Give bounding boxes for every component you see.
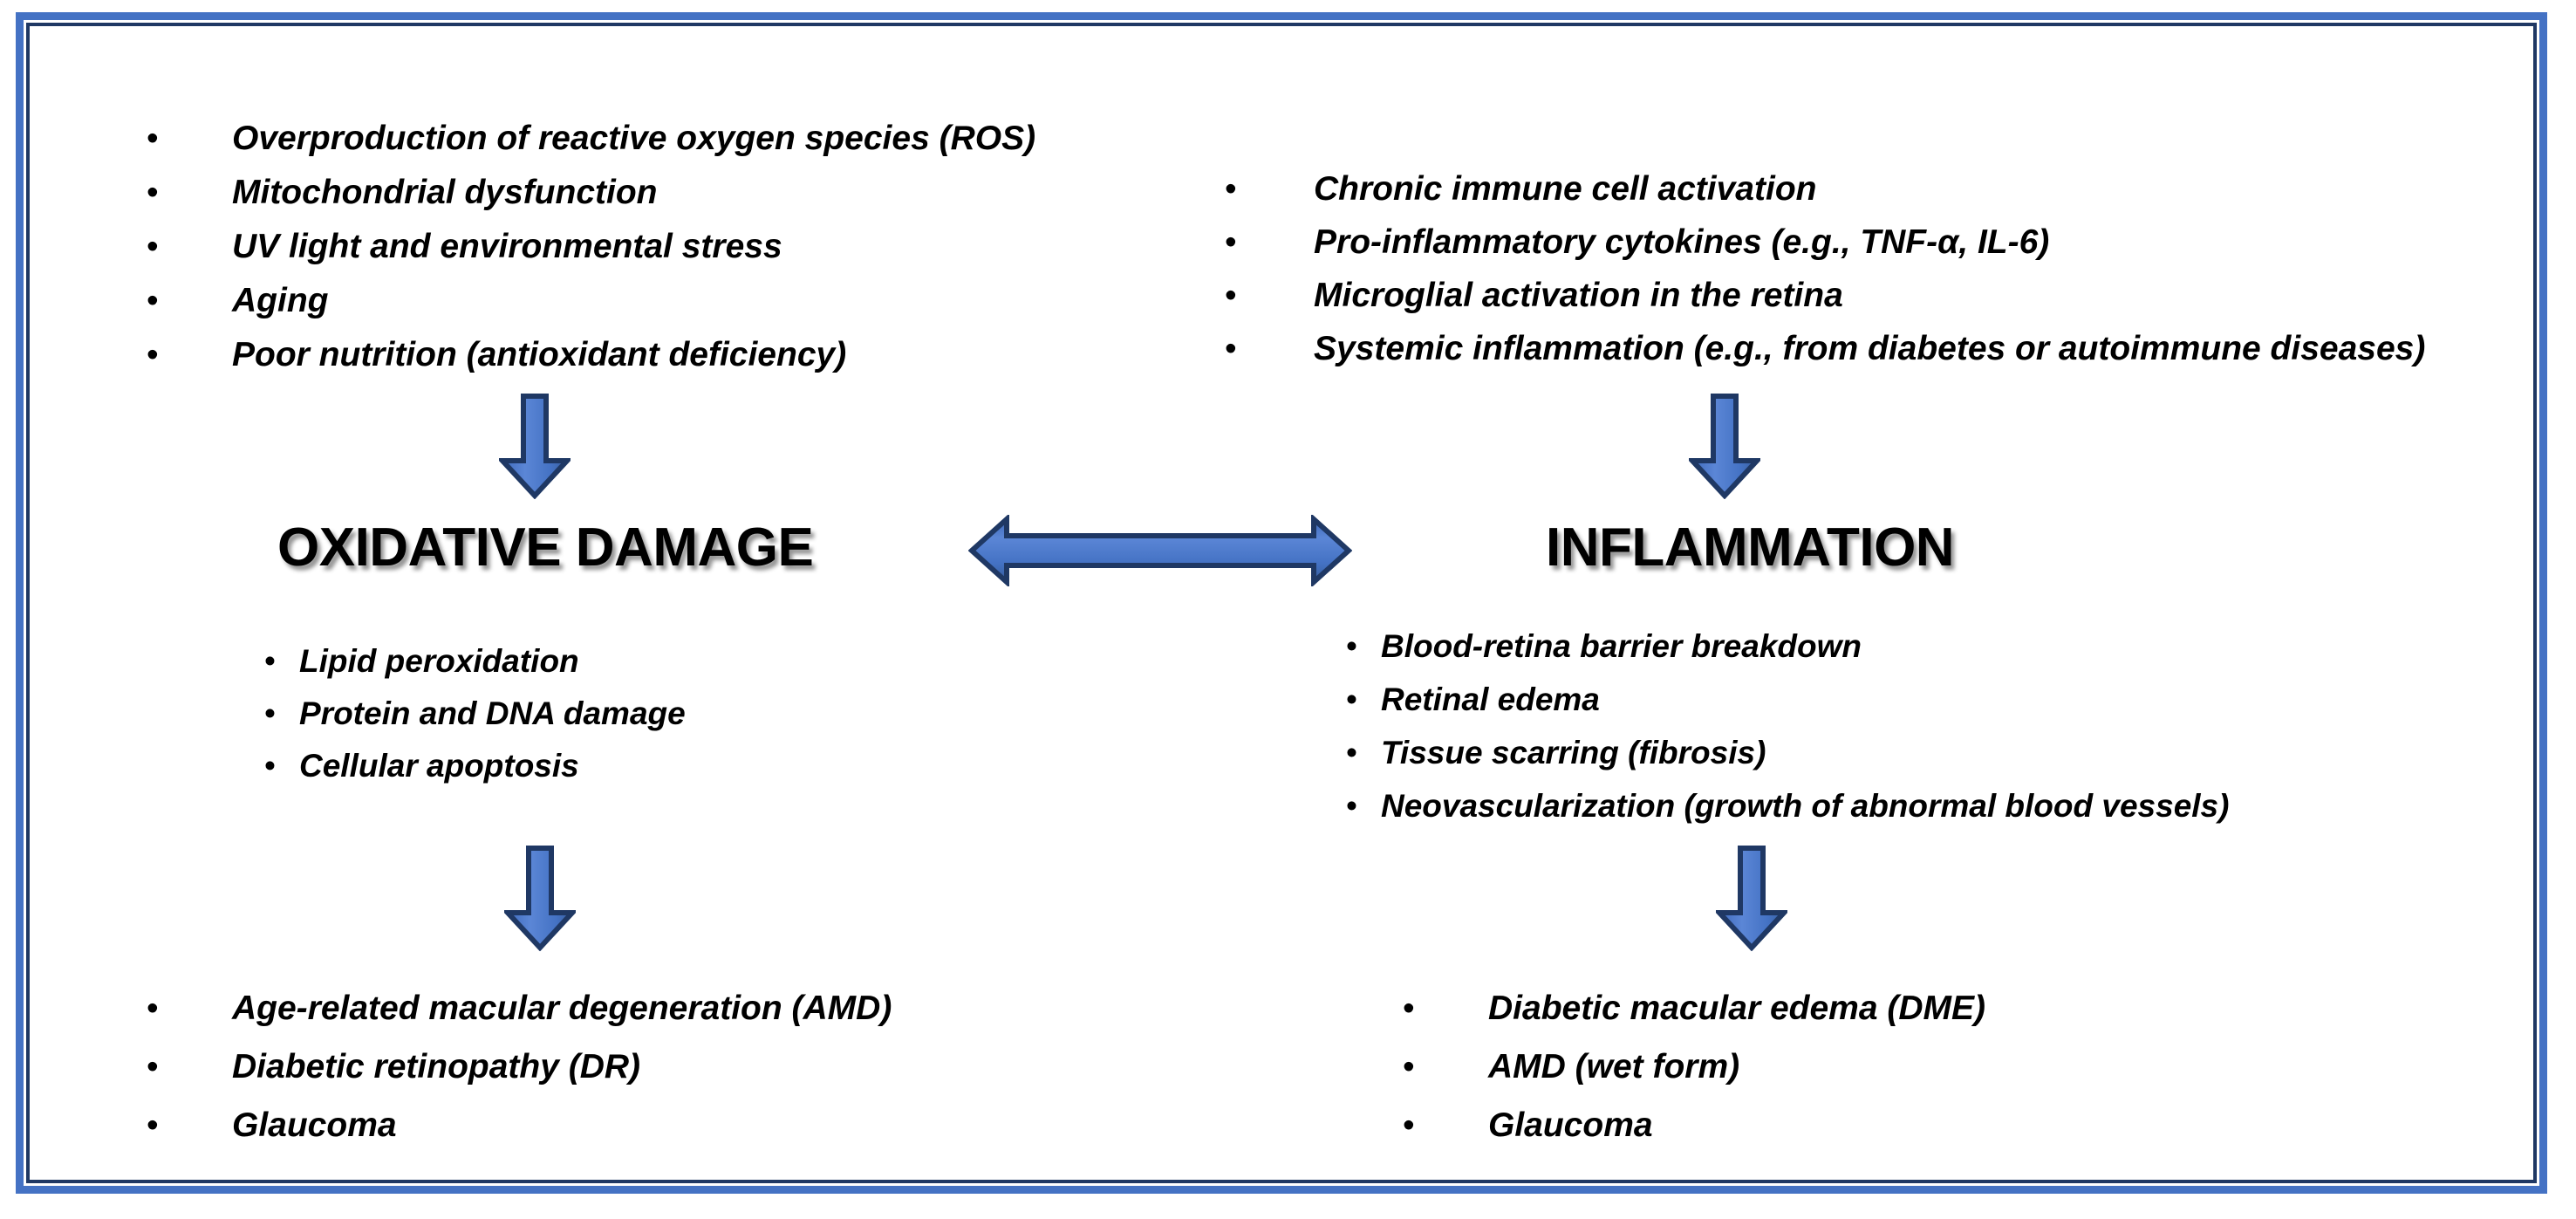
bullet-icon: • <box>147 336 159 373</box>
bullet-icon: • <box>147 228 159 265</box>
bullet-icon: • <box>147 120 159 157</box>
list-item: • Chronic immune cell activation <box>1225 162 2425 216</box>
bullet-icon: • <box>147 1106 159 1144</box>
list-item: • UV light and environmental stress <box>147 220 1035 274</box>
list-item: • Glaucoma <box>1403 1096 1985 1154</box>
list-item-label: Tissue scarring (fibrosis) <box>1381 735 1766 770</box>
list-item: • Poor nutrition (antioxidant deficiency… <box>147 328 1035 382</box>
down-arrow-icon <box>1716 846 1787 951</box>
list-item: • Diabetic macular edema (DME) <box>1403 979 1985 1038</box>
bullet-icon: • <box>147 1048 159 1085</box>
list-item: • Pro-inflammatory cytokines (e.g., TNF-… <box>1225 216 2425 269</box>
bullet-icon: • <box>1403 1048 1415 1085</box>
bullet-icon: • <box>1346 681 1357 717</box>
list-item-label: UV light and environmental stress <box>232 228 782 265</box>
bullet-icon: • <box>1346 735 1357 770</box>
list-item-label: Poor nutrition (antioxidant deficiency) <box>232 336 847 373</box>
list-item-label: Glaucoma <box>1488 1106 1653 1144</box>
list-item-label: Aging <box>232 282 329 319</box>
page-title-inflammation: INFLAMMATION <box>1546 517 1955 578</box>
oxidative-causes-list: • Overproduction of reactive oxygen spec… <box>147 112 1035 382</box>
list-item: • Aging <box>147 274 1035 328</box>
list-item: • Systemic inflammation (e.g., from diab… <box>1225 322 2425 375</box>
list-item-label: Chronic immune cell activation <box>1314 170 1817 208</box>
bullet-icon: • <box>147 990 159 1027</box>
bullet-icon: • <box>1346 788 1357 824</box>
list-item-label: Diabetic retinopathy (DR) <box>232 1048 641 1085</box>
list-item-label: Microglial activation in the retina <box>1314 277 1843 314</box>
list-item-label: Overproduction of reactive oxygen specie… <box>232 120 1036 157</box>
bullet-icon: • <box>1225 223 1237 261</box>
list-item: • AMD (wet form) <box>1403 1038 1985 1096</box>
list-item-label: Protein and DNA damage <box>299 695 686 731</box>
bullet-icon: • <box>264 695 276 731</box>
bullet-icon: • <box>1403 1106 1415 1144</box>
bullet-icon: • <box>147 282 159 319</box>
oxidative-effects-list: • Lipid peroxidation • Protein and DNA d… <box>264 635 686 792</box>
down-arrow-icon <box>504 846 576 951</box>
list-item-label: Diabetic macular edema (DME) <box>1488 990 1986 1027</box>
list-item-label: Neovascularization (growth of abnormal b… <box>1381 788 2230 824</box>
bullet-icon: • <box>1346 628 1357 664</box>
bullet-icon: • <box>264 643 276 679</box>
list-item: • Microglial activation in the retina <box>1225 269 2425 322</box>
list-item-label: Retinal edema <box>1381 681 1600 717</box>
diagram-outer-border <box>16 12 2547 1194</box>
bidirectional-arrow-icon <box>968 515 1352 586</box>
inflammation-causes-list: • Chronic immune cell activation • Pro-i… <box>1225 162 2425 375</box>
inflammation-effects-list: • Blood-retina barrier breakdown • Retin… <box>1346 620 2229 832</box>
list-item-label: Lipid peroxidation <box>299 643 579 679</box>
bullet-icon: • <box>1225 330 1237 367</box>
inflammation-diseases-list: • Diabetic macular edema (DME) • AMD (we… <box>1403 979 1985 1154</box>
list-item-label: Pro-inflammatory cytokines (e.g., TNF-α,… <box>1314 223 2050 261</box>
oxidative-diseases-list: • Age-related macular degeneration (AMD)… <box>147 979 892 1154</box>
list-item: • Neovascularization (growth of abnormal… <box>1346 779 2229 832</box>
list-item: • Diabetic retinopathy (DR) <box>147 1038 892 1096</box>
bullet-icon: • <box>147 174 159 211</box>
list-item: • Blood-retina barrier breakdown <box>1346 620 2229 673</box>
list-item: • Age-related macular degeneration (AMD) <box>147 979 892 1038</box>
bullet-icon: • <box>1225 277 1237 314</box>
list-item: • Protein and DNA damage <box>264 688 686 740</box>
down-arrow-icon <box>1689 394 1760 499</box>
list-item: • Lipid peroxidation <box>264 635 686 688</box>
list-item-label: Glaucoma <box>232 1106 397 1144</box>
bullet-icon: • <box>264 748 276 784</box>
list-item: • Cellular apoptosis <box>264 740 686 792</box>
list-item-label: Blood-retina barrier breakdown <box>1381 628 1862 664</box>
list-item: • Overproduction of reactive oxygen spec… <box>147 112 1035 166</box>
bullet-icon: • <box>1403 990 1415 1027</box>
list-item: • Retinal edema <box>1346 673 2229 726</box>
bullet-icon: • <box>1225 170 1237 208</box>
diagram-inner-border <box>26 23 2537 1183</box>
list-item-label: AMD (wet form) <box>1488 1048 1740 1085</box>
list-item: • Glaucoma <box>147 1096 892 1154</box>
list-item: • Tissue scarring (fibrosis) <box>1346 726 2229 779</box>
page-title-oxidative-damage: OXIDATIVE DAMAGE <box>277 517 814 578</box>
list-item-label: Age-related macular degeneration (AMD) <box>232 990 892 1027</box>
list-item: • Mitochondrial dysfunction <box>147 166 1035 220</box>
list-item-label: Mitochondrial dysfunction <box>232 174 658 211</box>
list-item-label: Systemic inflammation (e.g., from diabet… <box>1314 330 2426 367</box>
down-arrow-icon <box>499 394 571 499</box>
list-item-label: Cellular apoptosis <box>299 748 579 784</box>
